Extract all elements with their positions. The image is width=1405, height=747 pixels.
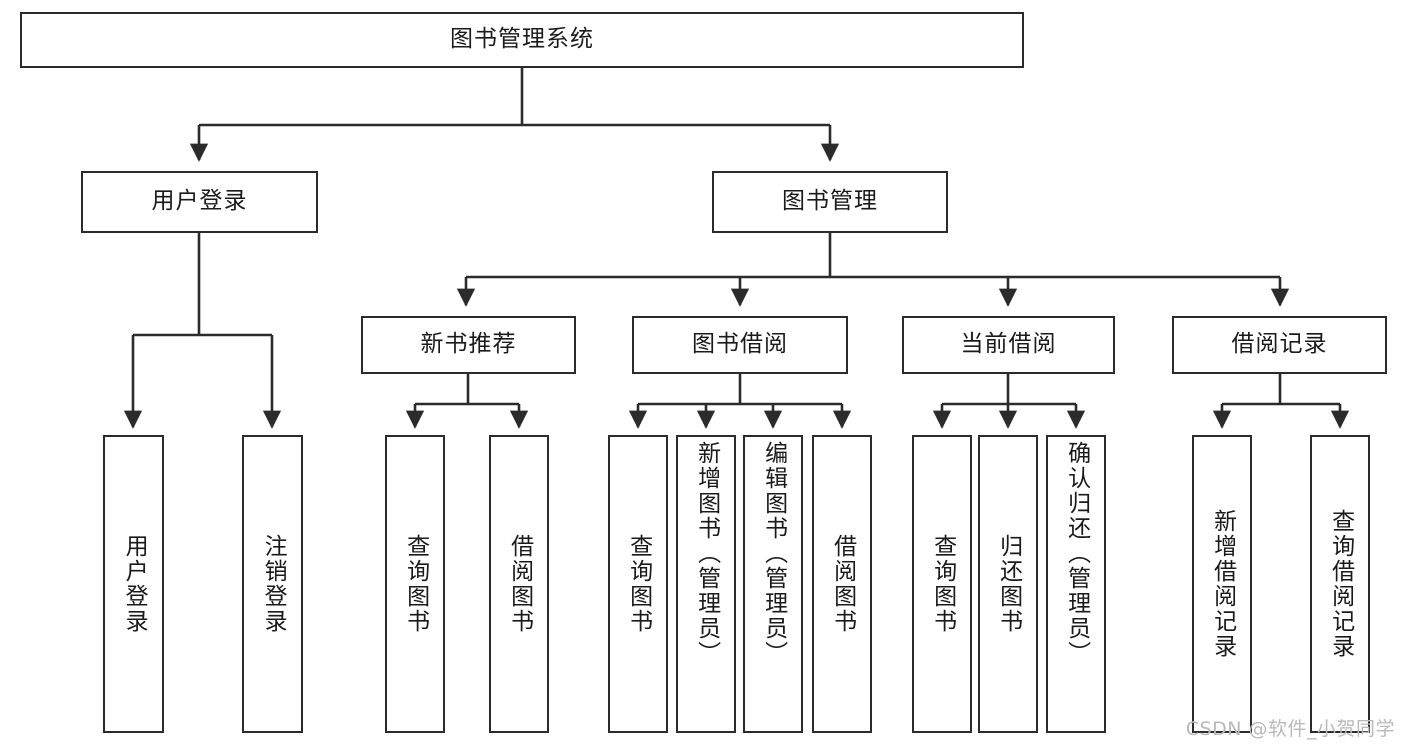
- leaf-label: 借阅图书: [506, 534, 533, 634]
- node-label: 借阅记录: [1231, 331, 1328, 358]
- node-label: 用户登录: [151, 188, 248, 215]
- leaf-confirm-return-admin[interactable]: 确认归还（管理员）: [1046, 435, 1106, 733]
- leaf-label: 查询图书: [625, 534, 652, 634]
- node-current-borrow[interactable]: 当前借阅: [902, 316, 1115, 374]
- node-borrow-record[interactable]: 借阅记录: [1172, 316, 1387, 374]
- leaf-logout[interactable]: 注销登录: [242, 435, 303, 733]
- leaf-user-login[interactable]: 用户登录: [103, 435, 164, 733]
- node-book-borrow[interactable]: 图书借阅: [632, 316, 848, 374]
- node-new-book-recommend[interactable]: 新书推荐: [361, 316, 576, 374]
- leaf-query-borrow-record[interactable]: 查询借阅记录: [1310, 435, 1370, 733]
- leaf-label: 借阅图书: [829, 534, 856, 634]
- leaf-add-borrow-record[interactable]: 新增借阅记录: [1192, 435, 1252, 733]
- leaf-query-book-current[interactable]: 查询图书: [912, 435, 972, 733]
- leaf-label: 归还图书: [995, 534, 1022, 634]
- node-label: 当前借阅: [960, 331, 1057, 358]
- node-label: 图书管理: [782, 188, 878, 215]
- node-user-login[interactable]: 用户登录: [81, 171, 318, 233]
- node-label: 图书管理系统: [450, 26, 594, 53]
- leaf-edit-book-admin[interactable]: 编辑图书（管理员）: [743, 435, 803, 733]
- leaf-label: 确认归还（管理员）: [1063, 441, 1090, 666]
- node-root-book-management-system[interactable]: 图书管理系统: [20, 12, 1024, 68]
- leaf-borrow-book-recommend[interactable]: 借阅图书: [489, 435, 549, 733]
- leaf-label: 查询借阅记录: [1327, 509, 1354, 659]
- leaf-query-book-recommend[interactable]: 查询图书: [385, 435, 445, 733]
- leaf-add-book-admin[interactable]: 新增图书（管理员）: [676, 435, 736, 733]
- leaf-label: 注销登录: [260, 534, 287, 634]
- leaf-label: 新增图书（管理员）: [693, 441, 720, 666]
- leaf-label: 查询图书: [929, 534, 956, 634]
- node-label: 新书推荐: [420, 331, 517, 358]
- leaf-label: 查询图书: [402, 534, 429, 634]
- leaf-label: 编辑图书（管理员）: [760, 441, 787, 666]
- leaf-label: 用户登录: [121, 534, 148, 634]
- leaf-borrow-book[interactable]: 借阅图书: [812, 435, 872, 733]
- csdn-watermark: CSDN @软件_小贺同学: [1185, 718, 1395, 740]
- leaf-label: 新增借阅记录: [1209, 509, 1236, 659]
- leaf-query-book-borrow[interactable]: 查询图书: [608, 435, 668, 733]
- leaf-return-book[interactable]: 归还图书: [978, 435, 1038, 733]
- node-label: 图书借阅: [692, 331, 788, 358]
- node-book-management[interactable]: 图书管理: [712, 171, 948, 233]
